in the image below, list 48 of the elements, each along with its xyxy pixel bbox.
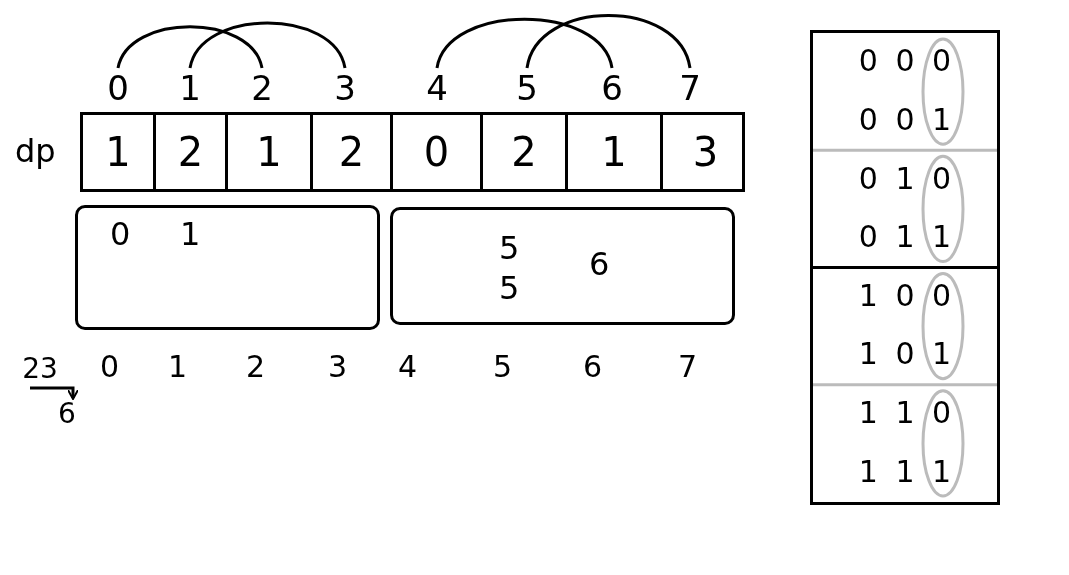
index-number: 5 — [512, 68, 542, 108]
index-number: 6 — [597, 68, 627, 108]
box-number: 1 — [180, 218, 201, 250]
bit-table — [810, 30, 1000, 505]
index-label: 6 — [583, 352, 603, 382]
array-cell: 1 — [228, 115, 313, 189]
note-text: 6 — [52, 398, 82, 430]
bit-row-text: 0 1 0 — [857, 163, 953, 194]
array-cell: 2 — [156, 115, 228, 189]
index-label: 4 — [398, 352, 418, 382]
array-cell: 1 — [568, 115, 663, 189]
index-label: 0 — [100, 352, 120, 382]
bit-row-text: 0 0 1 — [857, 104, 953, 135]
bit-row-text: 1 0 1 — [857, 339, 953, 370]
group-box — [390, 207, 735, 325]
box-number: 5 — [499, 232, 520, 264]
index-label: 7 — [678, 352, 698, 382]
arc-connector — [525, 14, 692, 69]
index-label: 2 — [246, 352, 266, 382]
array-label: dp — [15, 135, 56, 167]
index-number: 7 — [675, 68, 705, 108]
index-number: 4 — [422, 68, 452, 108]
group-box — [75, 205, 380, 330]
index-label: 1 — [168, 352, 188, 382]
box-number: 0 — [110, 218, 131, 250]
index-number: 3 — [330, 68, 360, 108]
bit-row-text: 1 1 1 — [857, 456, 953, 487]
bit-row-text: 1 1 0 — [857, 398, 953, 429]
array-cell: 2 — [313, 115, 393, 189]
index-label: 5 — [493, 352, 513, 382]
arrow — [30, 386, 79, 400]
index-number: 2 — [247, 68, 277, 108]
array-cell: 0 — [393, 115, 483, 189]
box-number: 5 — [499, 272, 520, 304]
bit-row-text: 0 1 1 — [857, 222, 953, 253]
arc-connector — [116, 25, 264, 69]
arc-connector — [188, 21, 347, 69]
bit-row-text: 0 0 0 — [857, 46, 953, 77]
box-number: 6 — [589, 248, 610, 280]
array-cell: 3 — [663, 115, 748, 189]
index-number: 0 — [103, 68, 133, 108]
bit-row-text: 1 0 0 — [857, 280, 953, 311]
array-cell: 1 — [83, 115, 156, 189]
array-cell: 2 — [483, 115, 568, 189]
index-label: 3 — [328, 352, 348, 382]
index-number: 1 — [175, 68, 205, 108]
note-text: 23 — [16, 352, 64, 386]
arc-connector — [435, 17, 614, 69]
